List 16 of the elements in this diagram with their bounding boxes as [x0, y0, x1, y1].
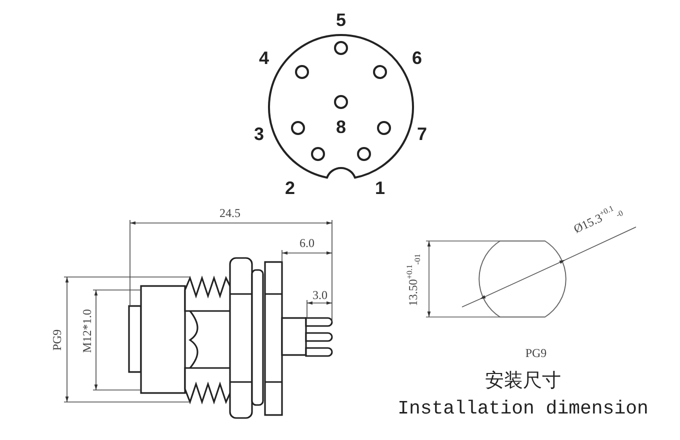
dimension-value: 24.5: [220, 207, 240, 219]
pin-number: 8: [336, 118, 346, 136]
dimension-value: M12*1.0: [81, 309, 93, 353]
caption-text: PG9: [525, 347, 547, 359]
dimension-value: 3.0: [312, 289, 328, 301]
pin-number: 7: [417, 125, 427, 143]
caption-text: 安装尺寸: [485, 372, 561, 390]
pin-number: 1: [375, 179, 385, 197]
dimension-value: 6.0: [300, 237, 314, 249]
pin-number: 6: [412, 49, 422, 67]
pin-number: 4: [259, 49, 269, 67]
pin-number: 3: [254, 125, 264, 143]
dimension-value: PG9: [51, 329, 63, 351]
pin-number: 5: [336, 11, 346, 29]
pin-number: 2: [285, 179, 295, 197]
caption-text: Installation dimension: [398, 400, 648, 418]
